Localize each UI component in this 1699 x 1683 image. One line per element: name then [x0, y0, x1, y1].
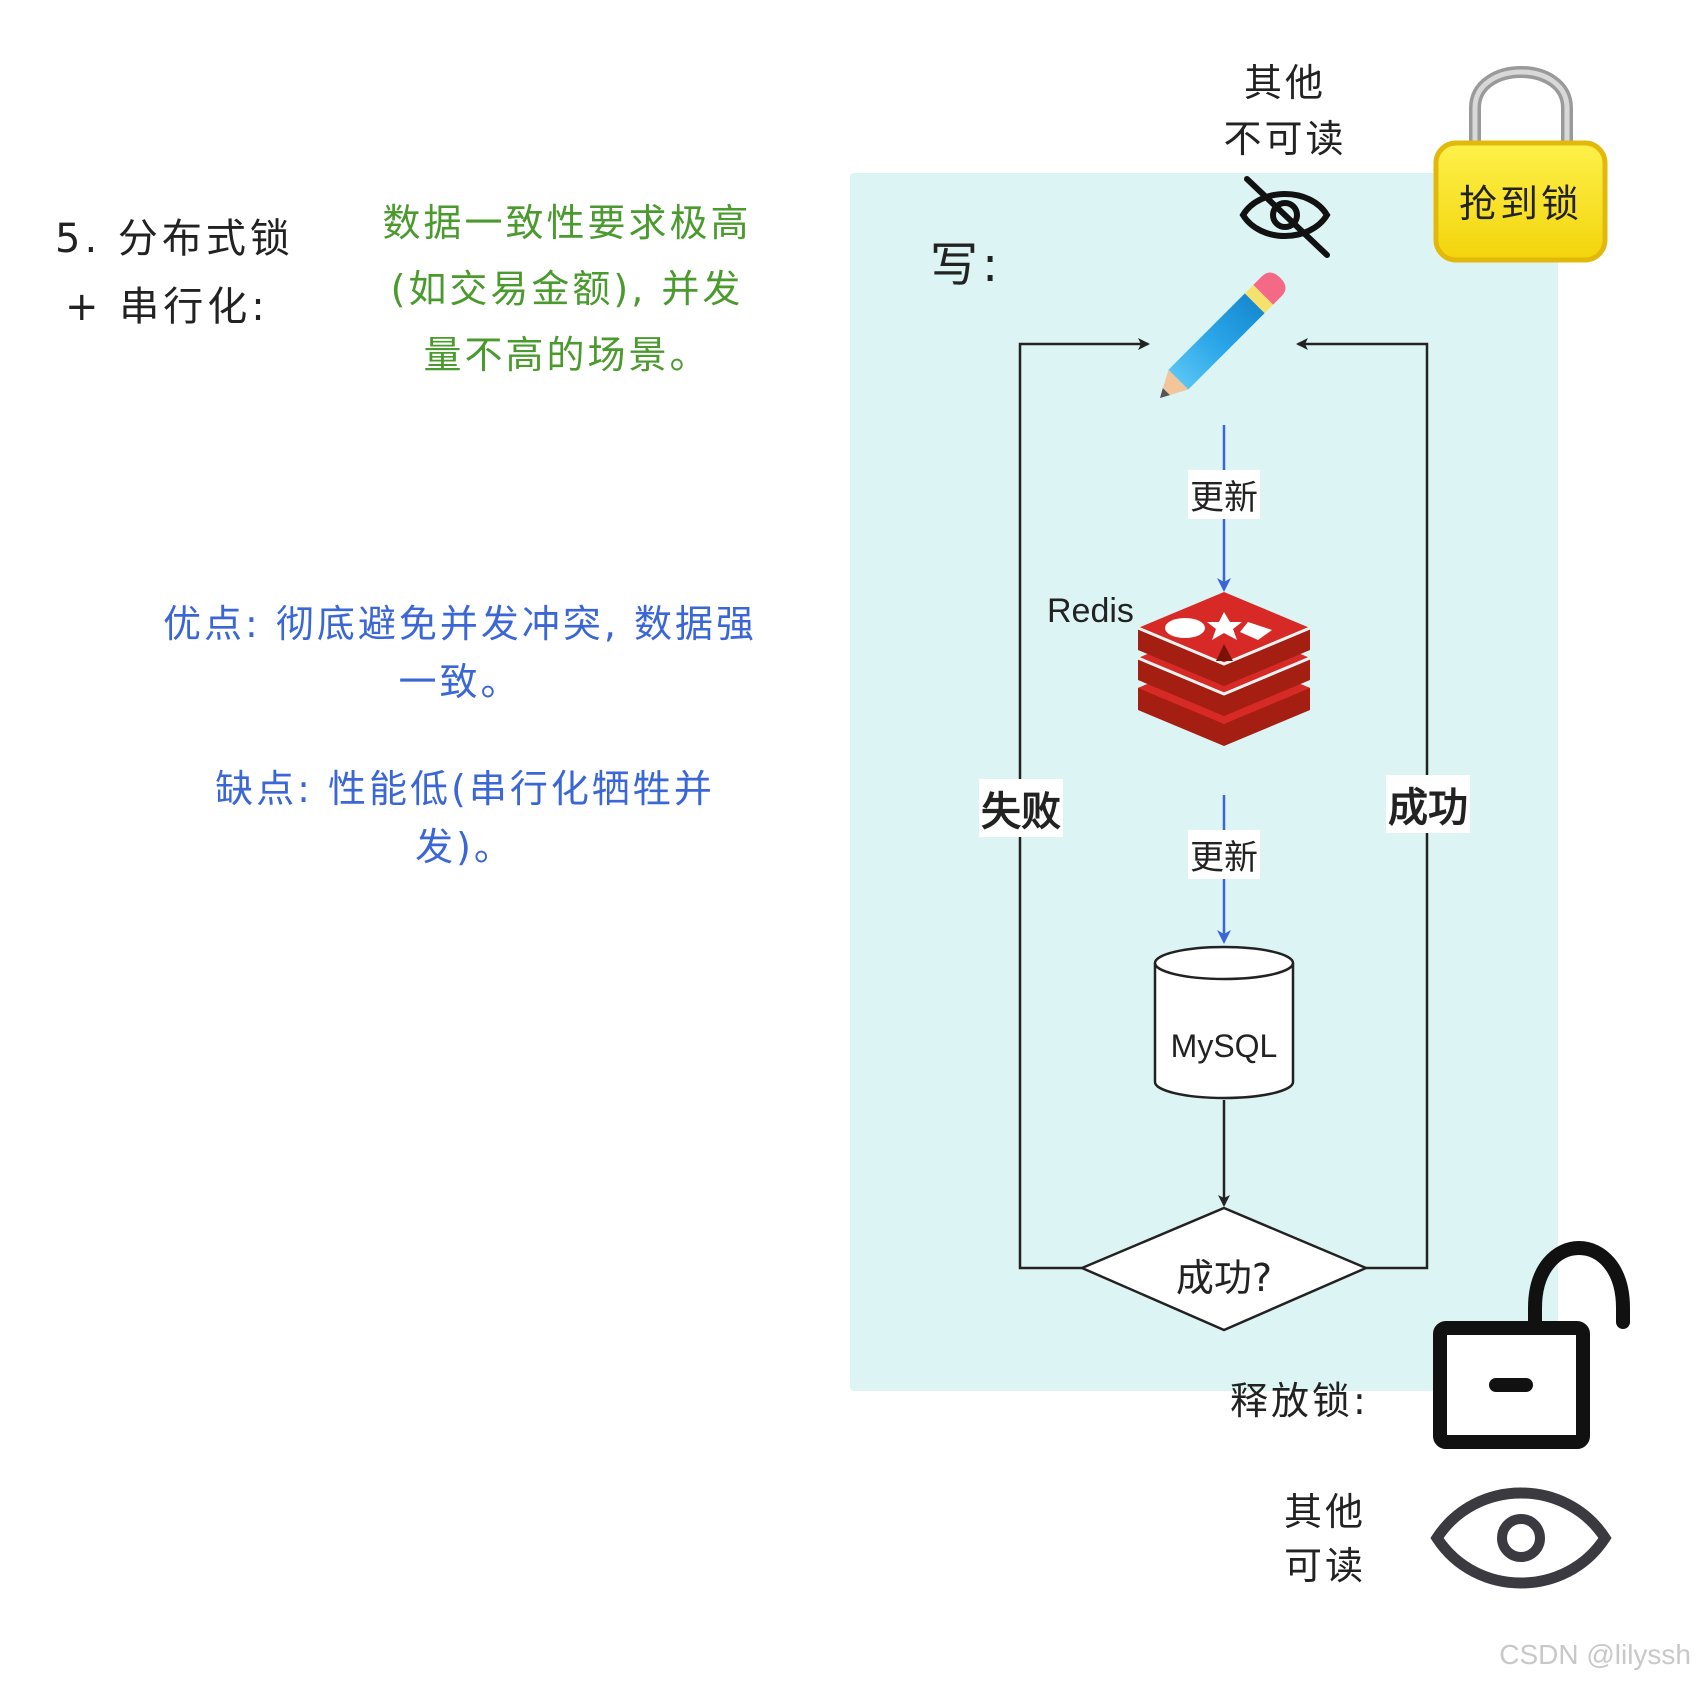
top-note: 其他 不可读 — [1215, 55, 1355, 167]
pros-text: 优点: 彻底避免并发冲突, 数据强 一致。 — [120, 595, 800, 711]
top-note-line: 不可读 — [1223, 117, 1347, 161]
release-lock-label: 释放锁: — [1230, 1379, 1369, 1423]
title-line-2: + 串行化: — [65, 284, 269, 330]
success-label: 成功 — [1386, 775, 1470, 833]
pencil-icon — [1160, 272, 1286, 398]
decision-label: 成功? — [1175, 1256, 1273, 1300]
eye-icon — [1430, 1487, 1612, 1589]
redis-label: Redis — [1047, 592, 1134, 630]
cons-line: 发)。 — [415, 825, 515, 869]
top-note-line: 其他 — [1243, 61, 1326, 105]
edge-label-update-2: 更新 — [1188, 830, 1260, 879]
scenario-line: (如交易金额), 并发 — [390, 267, 744, 311]
section-title: 5. 分布式锁 + 串行化: — [55, 205, 294, 341]
database-cylinder-icon — [1153, 945, 1295, 1100]
bottom-note-line: 其他 — [1283, 1490, 1366, 1534]
watermark: CSDN @lilyssh — [1499, 1639, 1691, 1670]
padlock-open-icon — [1433, 1241, 1630, 1449]
bottom-note-line: 可读 — [1283, 1544, 1366, 1588]
redis-logo-icon — [1137, 592, 1311, 746]
edge-label-update-1: 更新 — [1188, 470, 1260, 519]
scenario-text: 数据一致性要求极高 (如交易金额), 并发 量不高的场景。 — [352, 190, 782, 388]
bottom-note: 其他 可读 — [1270, 1485, 1380, 1593]
padlock-closed-icon — [1433, 66, 1608, 263]
scenario-line: 数据一致性要求极高 — [382, 201, 752, 245]
cons-line: 缺点: 性能低(串行化牺牲并 — [215, 767, 715, 811]
fail-label: 失败 — [979, 779, 1063, 837]
write-label: 写: — [930, 237, 1003, 293]
pros-line: 优点: 彻底避免并发冲突, 数据强 — [162, 602, 758, 646]
lock-acquired-label: 抢到锁 — [1458, 182, 1582, 226]
cons-text: 缺点: 性能低(串行化牺牲并 发)。 — [165, 760, 765, 876]
decision-diamond — [1078, 1206, 1370, 1332]
title-line-1: 5. 分布式锁 — [55, 216, 294, 262]
pros-line: 一致。 — [398, 660, 522, 704]
eye-off-icon — [1239, 176, 1331, 258]
scenario-line: 量不高的场景。 — [423, 333, 711, 377]
mysql-label: MySQL — [1170, 1028, 1278, 1064]
